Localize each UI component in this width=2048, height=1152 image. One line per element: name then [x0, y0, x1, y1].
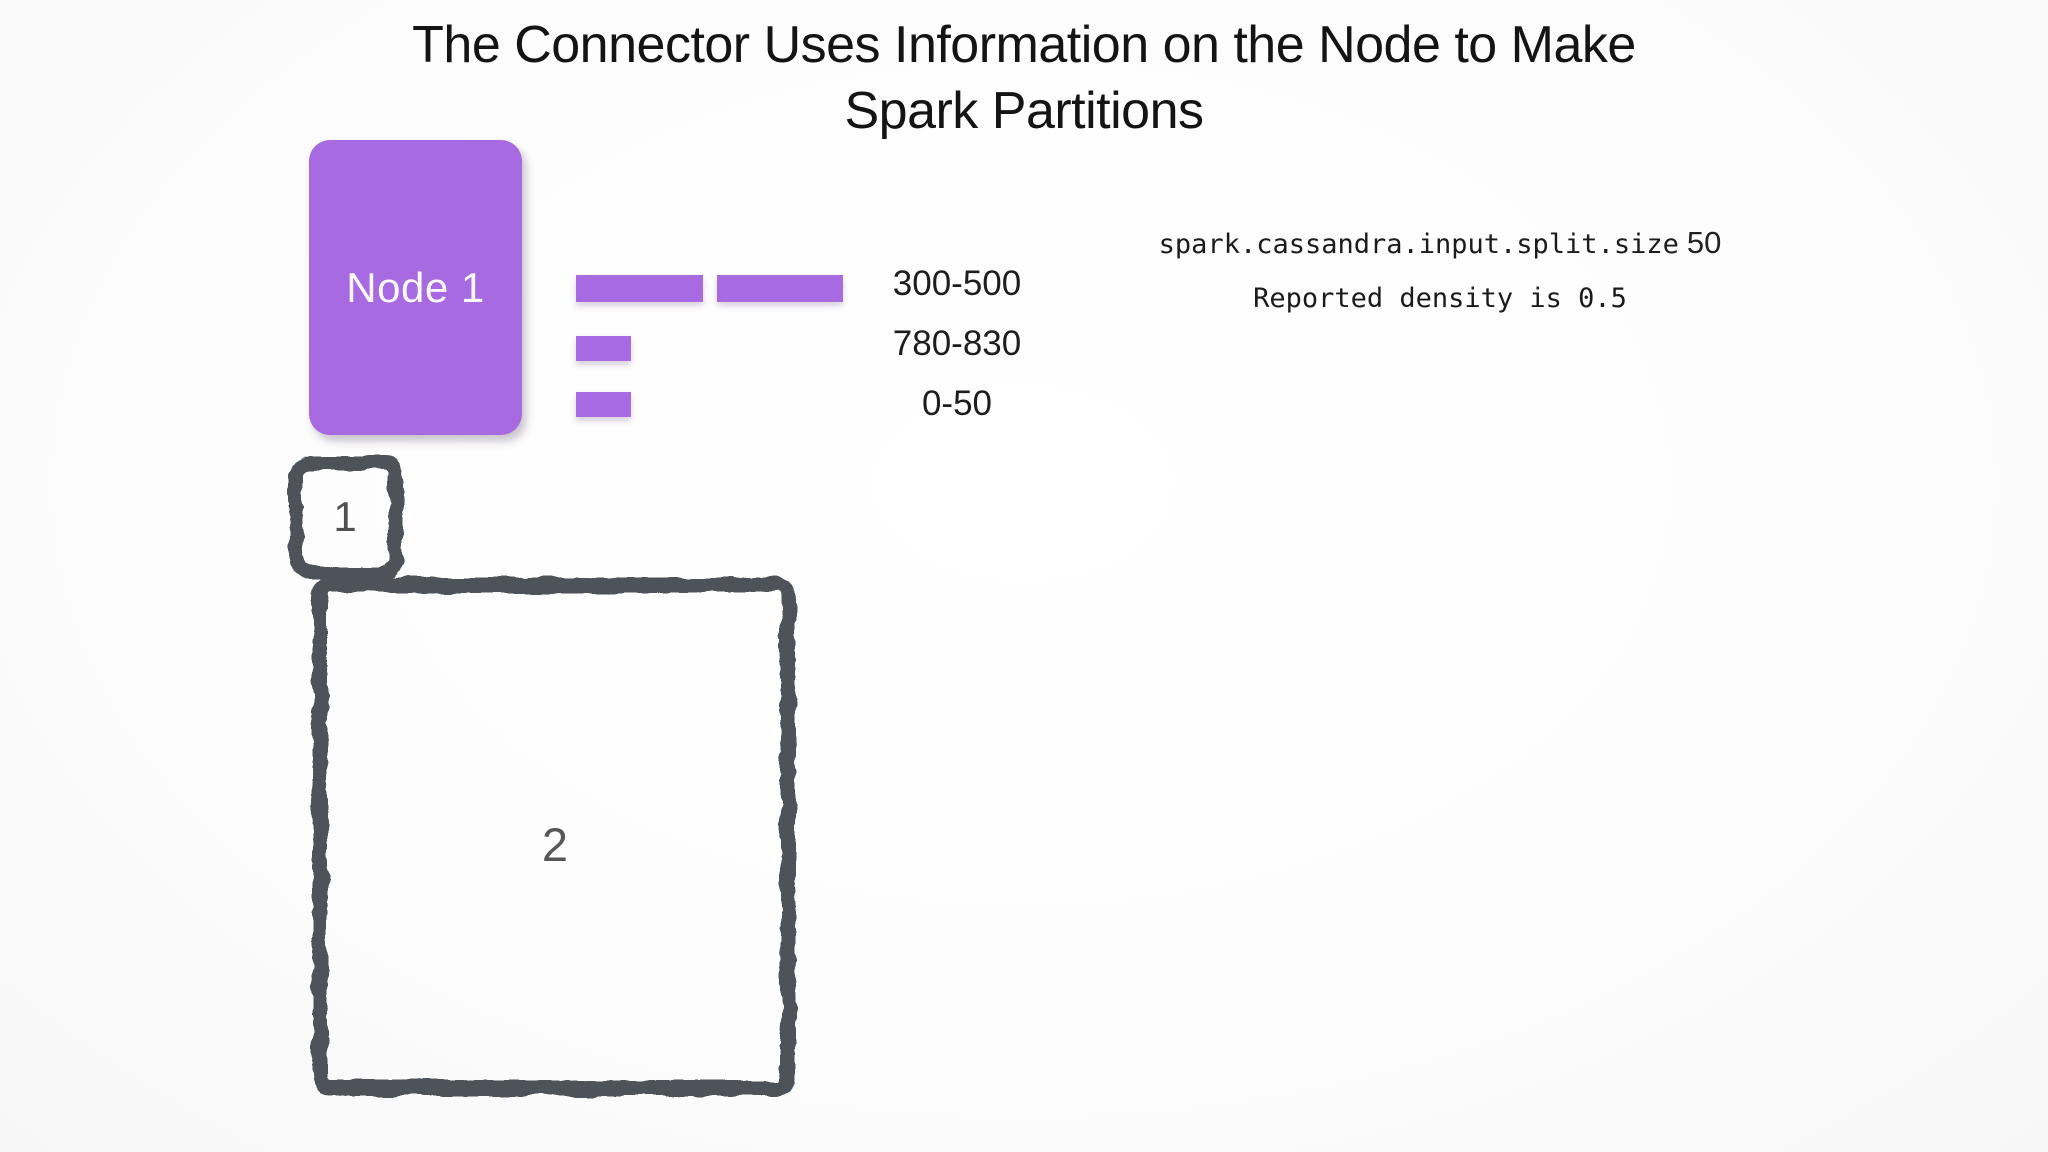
- cassandra-node-label: Node 1: [346, 263, 485, 311]
- token-range-bar-300-500-segment-1: [576, 275, 703, 302]
- split-size-value: 50: [1686, 225, 1722, 260]
- token-range-label-0-50: 0-50: [921, 384, 993, 423]
- token-range-bar-300-500-segment-2: [717, 275, 843, 302]
- spark-partition-1-label: 1: [333, 493, 357, 540]
- token-range-label-780-830: 780-830: [892, 324, 1022, 363]
- token-range-bar-780-830: [576, 336, 631, 361]
- spark-partition-2-label: 2: [541, 818, 569, 871]
- token-range-label-300-500: 300-500: [892, 264, 1022, 303]
- token-range-bar-0-50: [576, 392, 631, 417]
- slide-title-line-1: The Connector Uses Information on the No…: [412, 16, 1636, 74]
- split-size-key: spark.cassandra.input.split.size: [1158, 229, 1679, 260]
- reported-density-line: Reported density is 0.5: [1253, 283, 1627, 314]
- slide-title-line-2: Spark Partitions: [844, 82, 1204, 140]
- cassandra-node-box: Node 1: [309, 140, 522, 435]
- slide-title: The Connector Uses Information on the No…: [0, 12, 2048, 144]
